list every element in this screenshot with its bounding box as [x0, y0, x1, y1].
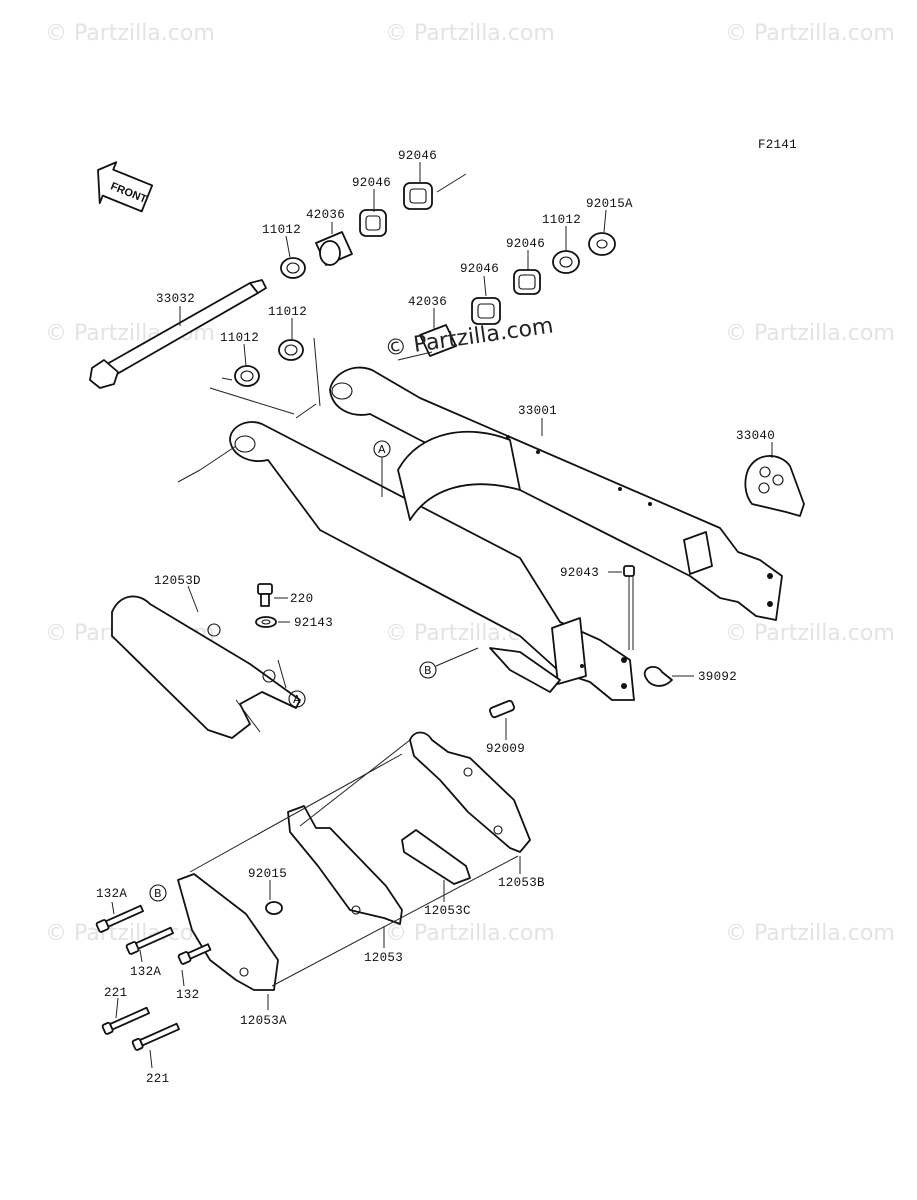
chain-slider-12053D	[111, 595, 301, 739]
part-label: 221	[104, 986, 127, 1000]
part-label: 33001	[518, 404, 557, 418]
part-label: 12053B	[498, 876, 545, 890]
front-arrow-icon: FRONT	[97, 161, 154, 213]
collar-11012	[234, 365, 260, 387]
part-label: 12053D	[154, 574, 201, 588]
part-label: 92015	[248, 867, 287, 881]
collar-11012	[280, 257, 306, 279]
part-label: 33040	[736, 429, 775, 443]
svg-text:B: B	[424, 664, 432, 677]
part-label: 132	[176, 988, 199, 1002]
bearing-92046	[513, 269, 541, 295]
watermark: © Partzilla.com	[725, 21, 895, 46]
svg-text:A: A	[293, 693, 301, 706]
part-label: 39092	[698, 670, 737, 684]
part-label: 92046	[460, 262, 499, 276]
part-label: 12053C	[424, 904, 471, 918]
watermark: © Partzilla.com	[725, 621, 895, 646]
part-label: 42036	[408, 295, 447, 309]
part-label: 220	[290, 592, 313, 606]
watermark: © Partzilla.com	[45, 21, 215, 46]
chain-guide-assembly	[177, 731, 531, 991]
diagram-code: F2141	[758, 138, 797, 152]
pivot-shaft	[89, 279, 267, 389]
left-collars	[209, 337, 321, 415]
part-label: 92046	[352, 176, 391, 190]
part-label: 132A	[130, 965, 161, 979]
part-label: 92043	[560, 566, 599, 580]
ref-marker-b: B	[149, 884, 167, 902]
watermark: © Partzilla.com	[725, 321, 895, 346]
nut-92015	[265, 901, 283, 915]
ref-marker-a: A	[288, 690, 306, 708]
collar-11012	[552, 250, 580, 274]
part-label: 12053	[364, 951, 403, 965]
swingarm	[177, 366, 783, 701]
part-label: 11012	[268, 305, 307, 319]
part-label: 12053A	[240, 1014, 287, 1028]
bearing-92046	[403, 182, 433, 210]
screw-and-washer	[255, 583, 277, 628]
part-label: 221	[146, 1072, 169, 1086]
bolts	[95, 901, 283, 1051]
leader-lines	[111, 162, 773, 1069]
part-label: 11012	[262, 223, 301, 237]
bearing-92046	[359, 209, 387, 237]
top-bushing-chain	[280, 173, 467, 279]
watermark: © Partzilla.com	[725, 921, 895, 946]
watermark: © Partzilla.com	[45, 921, 215, 946]
part-label: 92046	[506, 237, 545, 251]
part-label: 92046	[398, 149, 437, 163]
part-label: 132A	[96, 887, 127, 901]
chain-adjuster-plate	[744, 455, 805, 517]
ref-marker-b: B	[419, 647, 479, 679]
nut-92015A	[588, 232, 616, 256]
pin-and-clip	[489, 565, 673, 719]
svg-text:A: A	[378, 443, 386, 456]
collar-11012	[278, 339, 304, 361]
part-label: 92015A	[586, 197, 633, 211]
center-watermark: © Partzilla.com	[383, 313, 555, 361]
part-label: 92009	[486, 742, 525, 756]
right-bushing-chain	[397, 232, 616, 361]
part-label: 11012	[220, 331, 259, 345]
part-label: 33032	[156, 292, 195, 306]
part-label: 42036	[306, 208, 345, 222]
ref-marker-a: A	[373, 440, 391, 497]
part-label: 92143	[294, 616, 333, 630]
sleeve-42036	[419, 324, 457, 357]
part-labels: 92046 92046 92015A 42036 11012 11012 920…	[96, 149, 775, 1086]
watermark: © Partzilla.com	[385, 21, 555, 46]
watermark: © Partzilla.com	[385, 921, 555, 946]
bearing-92046	[471, 297, 501, 325]
svg-text:B: B	[154, 887, 162, 900]
part-label: 11012	[542, 213, 581, 227]
